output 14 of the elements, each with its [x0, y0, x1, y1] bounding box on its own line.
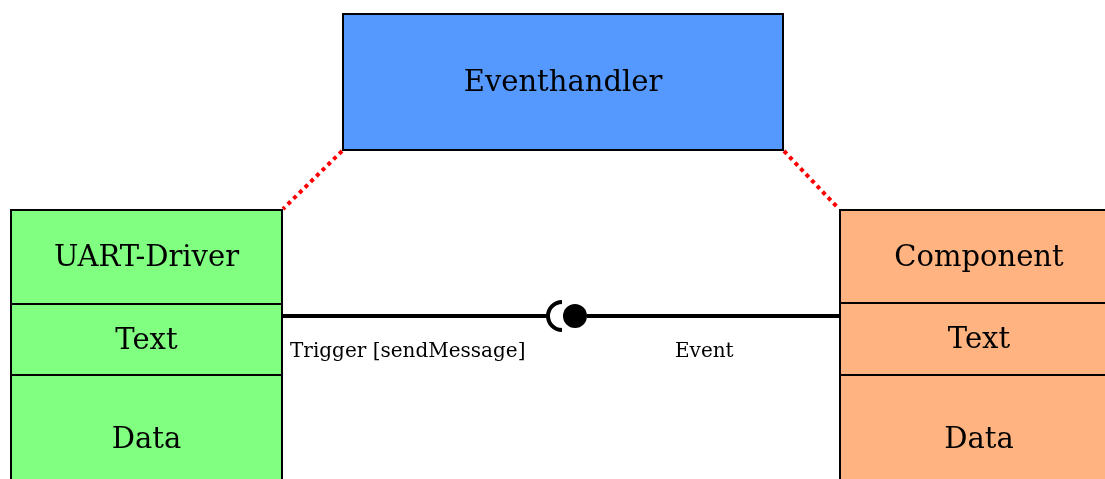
- compartment-text: Text: [947, 320, 1011, 358]
- dotted-line: [281, 149, 344, 211]
- compartment-text: Text: [115, 320, 178, 358]
- class-box: [10, 209, 283, 479]
- edge-label: Trigger [sendMessage]: [290, 340, 526, 360]
- edge-label: Event: [675, 340, 734, 360]
- class-name: Component: [894, 237, 1064, 275]
- compartment-text: Data: [944, 419, 1014, 457]
- class-name: UART-Driver: [54, 238, 239, 276]
- class-box: [839, 209, 1105, 479]
- component-box: Eventhandler: [342, 13, 784, 151]
- socket-connector: [283, 300, 564, 332]
- connector-line: [587, 314, 839, 318]
- compartment-text: Data: [111, 419, 182, 457]
